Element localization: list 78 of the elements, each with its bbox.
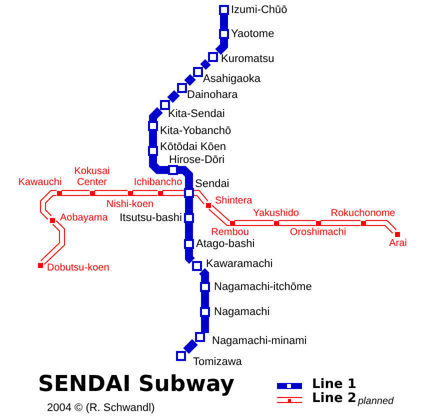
planned-line-segment <box>208 205 231 226</box>
station-marker <box>193 67 203 77</box>
station-name: Yakushido <box>253 208 299 219</box>
station-marker <box>176 351 186 361</box>
planned-line-segment <box>132 190 158 196</box>
subway-line-segment <box>178 166 193 188</box>
station-name: Hirose-Dōri <box>169 154 225 166</box>
subway-line-segment <box>185 223 193 239</box>
station-name: Dobutsu-koen <box>47 262 110 274</box>
station-name: Izumi-Chūō <box>231 4 288 16</box>
planned-line-segment <box>62 190 90 196</box>
station-marker <box>184 213 194 223</box>
subway-line-segment <box>149 107 163 121</box>
station-name: Rokuchonome <box>330 208 396 219</box>
planned-line-segment <box>194 190 208 204</box>
station-name: Nagamachi <box>214 306 270 318</box>
credit-line: 2004 © (R. Schwandl) <box>47 402 155 414</box>
station-marker <box>219 29 229 39</box>
station-marker <box>208 52 218 62</box>
station-name: Nishi-koen <box>106 199 154 210</box>
station-marker <box>192 261 202 271</box>
legend-label: Line 2 <box>312 392 356 406</box>
planned-line-segment <box>162 190 184 196</box>
status-note: planned <box>358 396 394 407</box>
station-name: Aobayama <box>60 212 108 224</box>
planned-line-segment <box>40 220 65 265</box>
subway-line-segment <box>185 198 193 213</box>
subway-line-segment <box>185 249 195 264</box>
subway-line-segment <box>199 268 209 282</box>
station-marker <box>200 307 210 317</box>
station-marker <box>168 165 178 175</box>
planned-line-segment <box>94 190 128 196</box>
station-name: Yaotome <box>231 28 274 40</box>
station-name: Kōtōdai Kōen <box>160 140 226 154</box>
station-name: Ichibancho <box>134 177 182 188</box>
map-title: SENDAI Subway <box>38 373 235 398</box>
station-name: Kawaramachi <box>206 258 273 270</box>
subway-line-segment <box>220 15 228 29</box>
planned-line-segment <box>40 190 56 220</box>
station-name: Kuromatsu <box>221 52 274 66</box>
station-name: Shintera <box>215 196 252 206</box>
station-marker <box>148 146 158 156</box>
station-name: Arai <box>389 238 407 249</box>
station-marker <box>177 83 187 93</box>
station-name: Kita-Sendai <box>168 108 225 120</box>
station-name: Oroshimachi <box>290 227 346 238</box>
station-name: Sendai <box>195 178 230 190</box>
station-name: Rembou <box>211 227 249 238</box>
legend-label: Line 1 <box>312 378 356 392</box>
planned-line-segment <box>320 220 360 226</box>
station-name: Nagamachi-itchōme <box>214 280 312 294</box>
station-marker <box>219 5 229 15</box>
station-name: Kita-Yobanchō <box>160 124 232 138</box>
subway-line-segment <box>149 131 157 146</box>
subway-line-segment <box>201 292 209 307</box>
station-name: Itsutsu-bashi <box>120 212 182 224</box>
station-marker <box>184 239 194 249</box>
station-marker <box>160 100 170 110</box>
subway-line-segment <box>149 156 168 174</box>
planned-line-segment <box>366 220 397 234</box>
subway-line-segment <box>200 59 211 70</box>
station-marker <box>200 282 210 292</box>
station-marker <box>184 188 194 198</box>
station-name: Kawauchi <box>18 177 62 188</box>
station-name: Tomizawa <box>193 356 242 368</box>
station-name: Atago-bashi <box>196 238 255 250</box>
planned-line-segment <box>234 220 274 226</box>
station-name: Dainohara <box>187 88 238 102</box>
station-name: Nagamachi-minami <box>212 334 307 348</box>
subway-line-segment <box>215 39 228 55</box>
station-name: Kokusai Center <box>73 166 111 188</box>
subway-line-segment <box>183 339 198 354</box>
planned-line-segment <box>278 220 316 226</box>
subway-line-segment <box>184 74 196 86</box>
station-marker <box>195 332 205 342</box>
station-marker <box>148 121 158 131</box>
station-name: Asahigaoka <box>203 72 260 86</box>
subway-line-segment <box>167 90 180 103</box>
